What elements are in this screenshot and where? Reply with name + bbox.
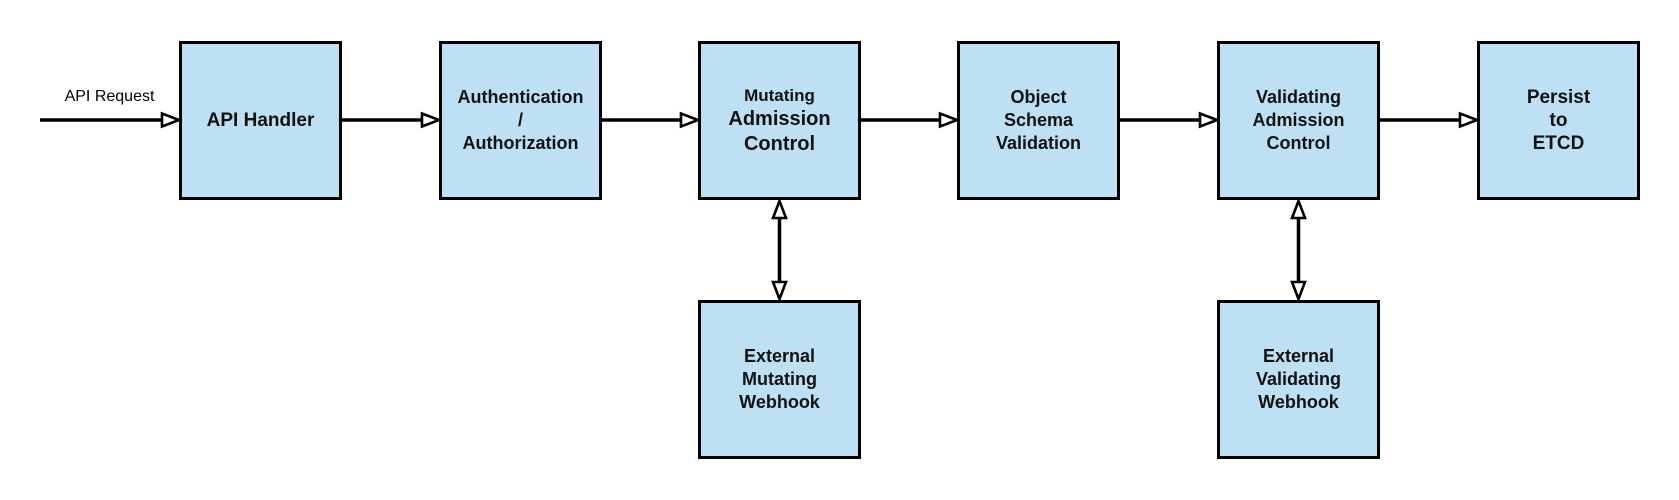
node-label-line: ETCD: [1532, 133, 1585, 154]
node-label-line: Mutating: [744, 85, 815, 105]
node-validating-admission-control: Validating Admission Control: [1217, 41, 1380, 200]
node-api-handler: API Handler: [179, 41, 342, 200]
arrowhead-right-icon: [679, 111, 702, 129]
arrowhead-up-icon: [771, 197, 788, 220]
node-label-line: Mutating: [742, 369, 817, 389]
arrowhead-right-icon: [1198, 111, 1221, 129]
node-label-line: Admission: [1252, 110, 1345, 130]
node-label-line: Persist: [1526, 87, 1591, 108]
node-mutating-admission-control: Mutating Admission Control: [698, 41, 861, 200]
node-label-line: Validation: [995, 133, 1082, 153]
arrowhead-right-icon: [1458, 111, 1481, 129]
node-label-line: Admission: [728, 107, 831, 130]
arrowhead-down-icon: [771, 280, 788, 303]
node-label-line: Validating: [1255, 87, 1342, 107]
node-label-line: Webhook: [1258, 392, 1339, 412]
node-label-line: Control: [743, 132, 816, 155]
node-label-line: Validating: [1255, 369, 1342, 389]
node-label-line: API Handler: [206, 110, 315, 131]
node-label-line: /: [517, 110, 523, 130]
arrowhead-down-icon: [1290, 280, 1307, 303]
arrowhead-right-icon: [938, 111, 961, 129]
node-label-line: Object: [1010, 87, 1067, 107]
node-external-mutating-webhook: External Mutating Webhook: [698, 300, 861, 459]
node-label-line: External: [743, 346, 816, 366]
node-label-line: Schema: [1003, 110, 1074, 130]
node-external-validating-webhook: External Validating Webhook: [1217, 300, 1380, 459]
node-object-schema-validation: Object Schema Validation: [957, 41, 1120, 200]
arrowhead-right-icon: [420, 111, 443, 129]
node-persist-to-etcd: Persist to ETCD: [1477, 41, 1640, 200]
node-label-line: Webhook: [739, 392, 820, 412]
node-label-line: to: [1549, 110, 1568, 131]
node-label-line: Authorization: [462, 133, 579, 153]
arrowhead-right-icon: [160, 111, 183, 129]
edge-label-api-request: API Request: [64, 88, 155, 105]
arrowhead-up-icon: [1290, 197, 1307, 220]
node-authentication-authorization: Authentication / Authorization: [439, 41, 602, 200]
node-label-line: External: [1262, 346, 1335, 366]
node-label-line: Control: [1266, 133, 1331, 153]
node-label-line: Authentication: [457, 87, 584, 107]
